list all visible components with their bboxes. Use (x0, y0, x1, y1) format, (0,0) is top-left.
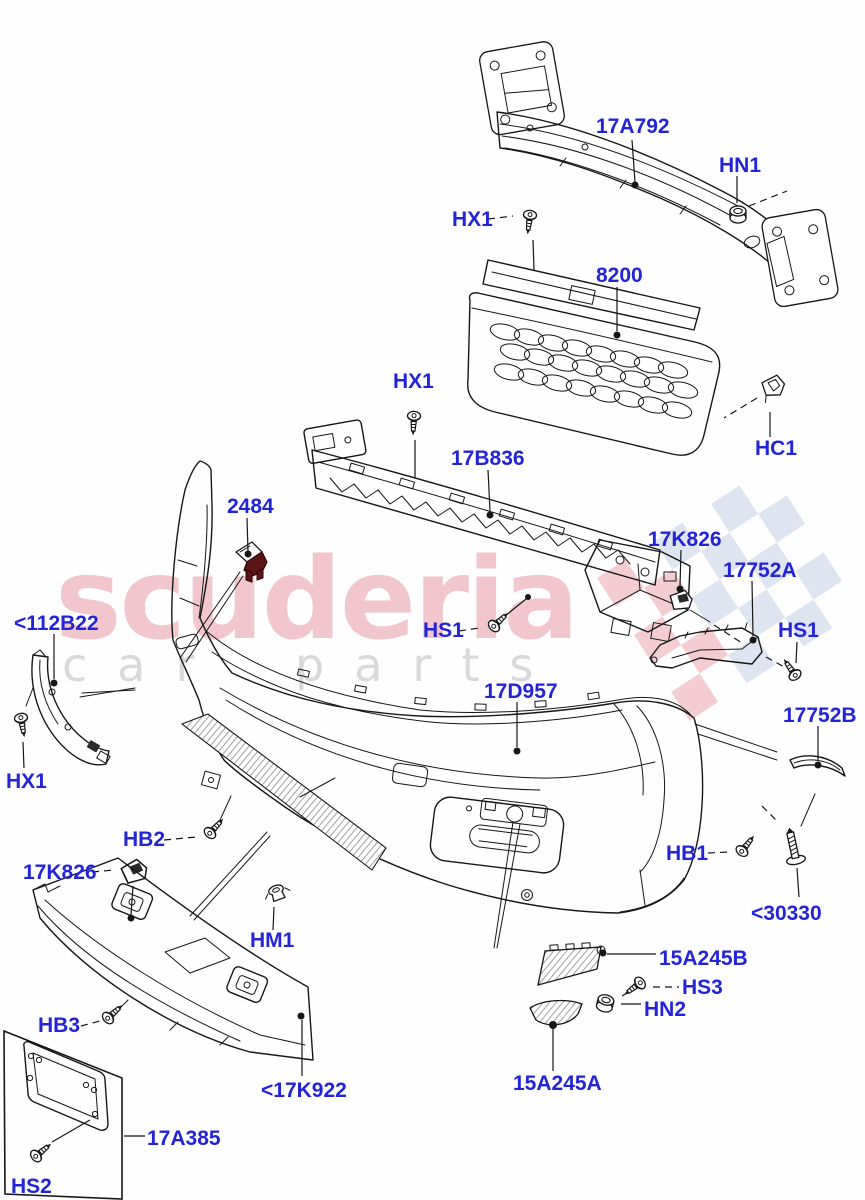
part-label-17a792[interactable]: 17A792 (596, 115, 670, 138)
part-label-17a385[interactable]: 17A385 (147, 1127, 221, 1150)
part-label-hb3[interactable]: HB3 (38, 1014, 80, 1037)
part-label-hs3[interactable]: HS3 (682, 976, 723, 999)
part-label-hx1-left[interactable]: HX1 (6, 770, 47, 793)
clip-hm1 (189, 777, 336, 931)
clip-hc1 (723, 374, 786, 437)
screw-hs1-right (765, 641, 804, 684)
part-label-hx1-middle[interactable]: HX1 (393, 370, 434, 393)
part-label-hm1[interactable]: HM1 (250, 929, 295, 952)
trim-17752b-drawing (761, 726, 846, 827)
clip-17k826-right (668, 549, 743, 644)
screw-hb1 (707, 830, 760, 860)
part-label-15a245b[interactable]: 15A245B (659, 947, 748, 970)
brand-watermark-subtext: car parts (62, 638, 563, 692)
part-label-2484[interactable]: 2484 (227, 495, 274, 518)
brand-watermark: scuderia car parts (55, 535, 579, 692)
part-label-17752b[interactable]: 17752B (783, 704, 857, 727)
radiator-grille-drawing (467, 259, 721, 456)
brand-watermark-text: scuderia (55, 535, 577, 665)
part-label-17k826-left[interactable]: 17K826 (23, 861, 97, 884)
screw-hs1-left (458, 594, 531, 635)
part-label-hs1-left[interactable]: HS1 (423, 619, 464, 642)
bumper-cover-drawing (171, 460, 778, 949)
part-label-hb1[interactable]: HB1 (666, 842, 708, 865)
splash-shield-drawing (32, 857, 314, 1076)
screw-hx1-middle (405, 410, 422, 478)
part-label-17752a[interactable]: 17752A (723, 559, 797, 582)
part-label-hs2[interactable]: HS2 (11, 1175, 52, 1198)
screw-hs2 (27, 1119, 91, 1165)
license-plate-inset (3, 1029, 145, 1200)
screw-30330 (786, 827, 806, 898)
bezel-15a245b-drawing (537, 942, 656, 986)
trim-17752a-drawing (649, 580, 763, 669)
bezel-15a245a-drawing (529, 999, 583, 1071)
part-label-hs1-right[interactable]: HS1 (778, 619, 819, 642)
part-label-hx1-top[interactable]: HX1 (452, 208, 493, 231)
screw-hb3 (80, 999, 128, 1027)
part-label-17b836[interactable]: 17B836 (451, 447, 525, 470)
screw-hb2 (163, 795, 232, 842)
part-label-17k826-right[interactable]: 17K826 (648, 528, 722, 551)
screw-hs3 (619, 974, 679, 1001)
part-label-17k922[interactable]: <17K922 (261, 1079, 347, 1102)
part-label-8200[interactable]: 8200 (596, 264, 643, 287)
nut-hn2 (594, 992, 641, 1015)
checker-flag-watermark (597, 485, 843, 721)
screw-hx1-top (487, 208, 538, 271)
part-label-hn2[interactable]: HN2 (644, 998, 686, 1021)
part-label-112b22[interactable]: <112B22 (14, 612, 99, 635)
part-label-hb2[interactable]: HB2 (123, 828, 165, 851)
bracket-2484 (179, 517, 268, 663)
part-label-30330[interactable]: <30330 (751, 902, 822, 925)
screw-hx1-left (13, 687, 34, 769)
part-label-hc1[interactable]: HC1 (755, 437, 797, 460)
part-label-15a245a[interactable]: 15A245A (513, 1072, 602, 1095)
side-support-112b22-drawing (31, 634, 136, 766)
bumper-reinforcement-beam-drawing (479, 41, 839, 308)
part-label-hn1[interactable]: HN1 (719, 154, 761, 177)
nut-hn1 (729, 176, 788, 224)
part-label-17d957[interactable]: 17D957 (484, 680, 558, 703)
